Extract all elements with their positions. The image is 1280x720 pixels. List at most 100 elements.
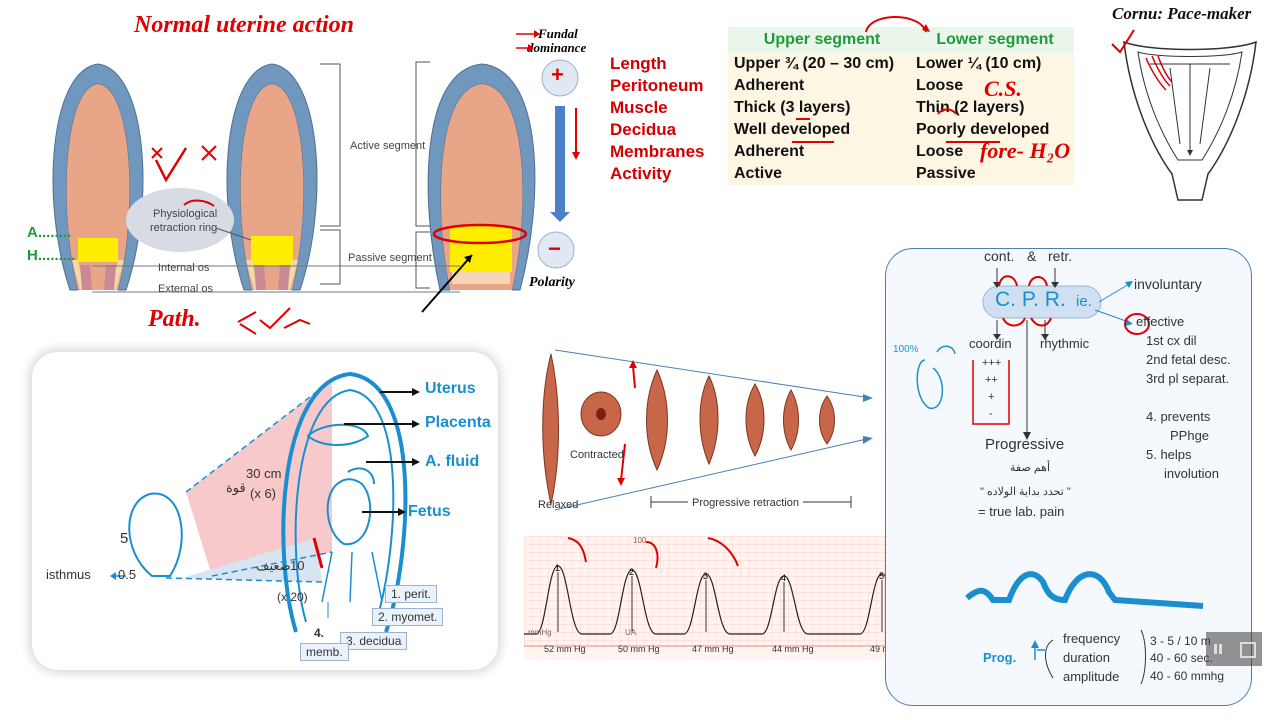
plus3-label: +++: [982, 357, 1002, 369]
uterus-label: Uterus: [425, 380, 476, 397]
myomet-label: 2. myomet.: [372, 608, 444, 626]
quwa-label: قوة: [226, 480, 246, 495]
dominance-label: dominance: [527, 40, 587, 55]
ctg-strip: [524, 536, 924, 660]
effect-4a: 4. prevents: [1146, 409, 1211, 424]
cs-annotation: C.S.: [984, 76, 1022, 101]
relaxed-label: Relaxed: [538, 499, 579, 511]
fluid-label: A. fluid: [425, 453, 480, 470]
effect-2: 2nd fetal desc.: [1146, 352, 1231, 367]
amplitude-label: amplitude: [1063, 669, 1120, 684]
true-pain-label: = true lab. pain: [978, 504, 1065, 519]
page-title: Normal uterine action: [134, 12, 355, 38]
retr-label: retr.: [1048, 248, 1073, 264]
row-label: Peritoneum: [610, 76, 704, 95]
retraction-ring-label: retraction ring: [150, 222, 218, 234]
progressive-retraction-label: Progressive retraction: [688, 497, 803, 509]
table-header-row: Upper segment Lower segment: [604, 27, 1074, 53]
ctg-mmhg-label: mmHg: [528, 628, 552, 637]
table-row: Activity Active Passive: [604, 163, 1074, 185]
pause-icon[interactable]: [1214, 644, 1217, 654]
30cm-label: 30 cm: [246, 466, 282, 481]
duration-value: 40 - 60 sec.: [1150, 651, 1213, 665]
ctg-peak-4: 4: [781, 573, 787, 583]
effect-1: 1st cx dil: [1146, 333, 1197, 348]
physiological-label: Physiological: [153, 208, 218, 220]
placenta-label: Placenta: [425, 414, 491, 431]
player-controls: [1206, 632, 1262, 666]
x6-label: (x 6): [250, 486, 276, 501]
cornu-diagram: [1111, 29, 1257, 201]
ctg-reading-3: 47 mm Hg: [692, 644, 734, 654]
lower-cell: Lower ¼ (10 cm): [910, 53, 1074, 75]
prog-label: Prog.: [983, 650, 1017, 665]
table-row: Membranes Adherent Loose: [604, 141, 1074, 163]
row-label: Decidua: [610, 120, 677, 139]
effect-5a: 5. helps: [1146, 447, 1192, 462]
coordin-label: coordin: [969, 336, 1012, 351]
lower-cell: Loose: [910, 75, 1074, 97]
effect-3: 3rd pl separat.: [1146, 371, 1230, 386]
ctg-reading-1: 52 mm Hg: [544, 644, 586, 654]
table-header-lower: Lower segment: [910, 27, 1074, 53]
minus-sign: −: [548, 236, 561, 261]
ctg-peak-3: 3: [703, 571, 709, 581]
upper-cell: Adherent: [728, 141, 910, 163]
row-label: Activity: [610, 164, 672, 183]
table-row: Decidua Well developed Poorly developed: [604, 119, 1074, 141]
fore-annotation: fore- H₂O: [980, 138, 1071, 163]
lower-cell: Thin (2 layers): [910, 97, 1074, 119]
minus1-label: -: [989, 408, 993, 420]
uterus-3: [427, 63, 536, 291]
ctg-ua-label: UA: [625, 628, 637, 637]
internal-os-label: Internal os: [158, 262, 210, 274]
ctg-peak-5: 5: [879, 571, 885, 581]
upper-cell: Thick (3 layers): [728, 97, 910, 119]
uterus-1: [52, 63, 144, 291]
fundal-label: Fundal: [538, 26, 578, 41]
cpr-diagram: [916, 268, 1204, 685]
fundal-arrows: [516, 30, 580, 269]
ctg-reading-4: 44 mm Hg: [772, 644, 814, 654]
contracted-label: Contracted: [570, 449, 624, 461]
table-row: Muscle Thick (3 layers) Thin (2 layers): [604, 97, 1074, 119]
ie-label: ie.: [1076, 293, 1092, 310]
upper-cell: Active: [728, 163, 910, 185]
pregnant-uterus-diagram: [110, 371, 420, 633]
ctg-reading-2: 50 mm Hg: [618, 644, 660, 654]
segment-table: Upper segment Lower segment Length Upper…: [604, 27, 1074, 185]
effect-4b: PPhge: [1170, 428, 1210, 443]
isthmus-label: isthmus: [46, 567, 91, 582]
external-os-label: External os: [158, 283, 214, 295]
percent-label: 100%: [893, 344, 919, 355]
cpr-panel: [885, 248, 1252, 706]
arabic-2: " تحدد بداية الولاده ": [980, 486, 1071, 498]
perit-label: 1. perit.: [385, 585, 438, 603]
ctg-peak-1: 1: [555, 563, 561, 573]
retraction-diagram: [542, 349, 873, 511]
plus2-label: ++: [985, 374, 998, 386]
daeef-label: ضعيف: [256, 558, 291, 573]
plus1-label: +: [988, 391, 995, 403]
arabic-1: أهم صفة: [1010, 462, 1051, 474]
10-label: 10: [290, 558, 305, 573]
frequency-label: frequency: [1063, 631, 1121, 646]
upper-cell: Adherent: [728, 75, 910, 97]
row-label: Membranes: [610, 142, 705, 161]
05-label: 0.5: [118, 567, 137, 582]
uterus-diagram: [52, 61, 536, 335]
fullscreen-icon[interactable]: [1240, 642, 1256, 658]
cpr-label: C. P. R.: [995, 288, 1066, 311]
fetus-label: Fetus: [408, 503, 451, 520]
uterus-2: [226, 63, 318, 291]
passive-segment-label: Passive segment: [348, 252, 432, 264]
frequency-value: 3 - 5 / 10 m: [1150, 634, 1211, 648]
lower-cell: Loose: [910, 141, 1074, 163]
row-label: Muscle: [610, 98, 668, 117]
table-header-empty: [604, 27, 728, 53]
effect-5b: involution: [1164, 466, 1219, 481]
x20-label: (x 20): [277, 590, 308, 604]
table-row: Length Upper ¾ (20 – 30 cm) Lower ¼ (10 …: [604, 53, 1074, 75]
5-label: 5: [120, 530, 129, 547]
table-row: Peritoneum Adherent Loose: [604, 75, 1074, 97]
